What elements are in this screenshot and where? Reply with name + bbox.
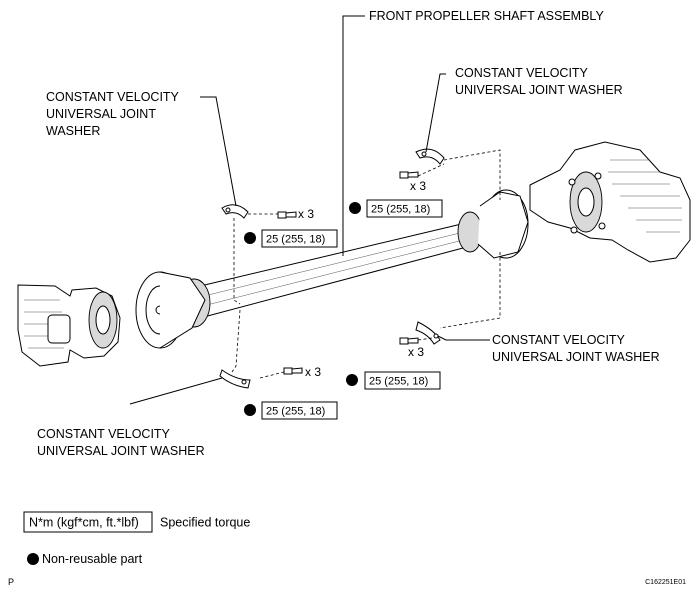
torque-callout-top-left: 25 (255, 18) (244, 229, 338, 248)
legend-torque-unit: N*m (kgf*cm, ft.*lbf) (29, 516, 139, 530)
alignment-lines (231, 149, 501, 379)
legend-nonreusable-desc: Non-reusable part (42, 552, 143, 566)
torque-value: 25 (255, 18) (266, 234, 325, 246)
nonreusable-dot (244, 404, 256, 416)
label-line: WASHER (46, 124, 100, 138)
label-line: UNIVERSAL JOINT WASHER (492, 350, 660, 364)
bolt-icon-top-right (399, 171, 419, 179)
right-differential-housing (529, 141, 691, 263)
bolt-count-mid-right: x 3 (408, 345, 424, 359)
bolt-icon-top-left (277, 211, 297, 219)
washer-top-left (221, 204, 249, 219)
bolt-count-top-right: x 3 (410, 179, 426, 193)
torque-value: 25 (255, 18) (369, 376, 428, 388)
label-line: CONSTANT VELOCITY (455, 66, 589, 80)
label-line: CONSTANT VELOCITY (46, 90, 180, 104)
label-washer-top-left: CONSTANT VELOCITY UNIVERSAL JOINT WASHER (46, 90, 180, 138)
torque-callout-bottom-left: 25 (255, 18) (244, 401, 338, 420)
figure-code: C162251E01 (645, 579, 686, 586)
washer-mid-right (415, 321, 441, 345)
assembly-title: FRONT PROPELLER SHAFT ASSEMBLY (369, 9, 604, 23)
footer-left-mark: P (8, 577, 14, 587)
label-line: CONSTANT VELOCITY (492, 333, 626, 347)
label-line: UNIVERSAL JOINT WASHER (455, 83, 623, 97)
label-washer-top-right: CONSTANT VELOCITY UNIVERSAL JOINT WASHER (455, 66, 623, 97)
bolt-count-top-left: x 3 (298, 207, 314, 221)
torque-callout-mid-right: 25 (255, 18) (346, 371, 441, 390)
label-line: UNIVERSAL JOINT (46, 107, 156, 121)
legend-torque-desc: Specified torque (160, 516, 250, 530)
legend-nonreusable-dot (27, 553, 39, 565)
torque-callout-top-right: 25 (255, 18) (349, 199, 443, 218)
washer-top-right (415, 148, 445, 165)
leader-lines (129, 15, 490, 405)
label-washer-mid-right: CONSTANT VELOCITY UNIVERSAL JOINT WASHER (492, 333, 660, 364)
legend: N*m (kgf*cm, ft.*lbf) Specified torque N… (23, 511, 250, 566)
bolt-icon-bottom-left (283, 367, 303, 375)
left-transfer-housing (17, 284, 121, 367)
nonreusable-dot (244, 232, 256, 244)
washer-bottom-left (219, 369, 251, 389)
label-line: UNIVERSAL JOINT WASHER (37, 444, 205, 458)
label-washer-bottom-left: CONSTANT VELOCITY UNIVERSAL JOINT WASHER (37, 427, 205, 458)
label-line: CONSTANT VELOCITY (37, 427, 171, 441)
bolt-count-bottom-left: x 3 (305, 365, 321, 379)
nonreusable-dot (346, 374, 358, 386)
bolt-icon-mid-right (399, 337, 419, 345)
torque-value: 25 (255, 18) (371, 204, 430, 216)
nonreusable-dot (349, 202, 361, 214)
torque-value: 25 (255, 18) (266, 406, 325, 418)
propeller-shaft (135, 189, 529, 349)
